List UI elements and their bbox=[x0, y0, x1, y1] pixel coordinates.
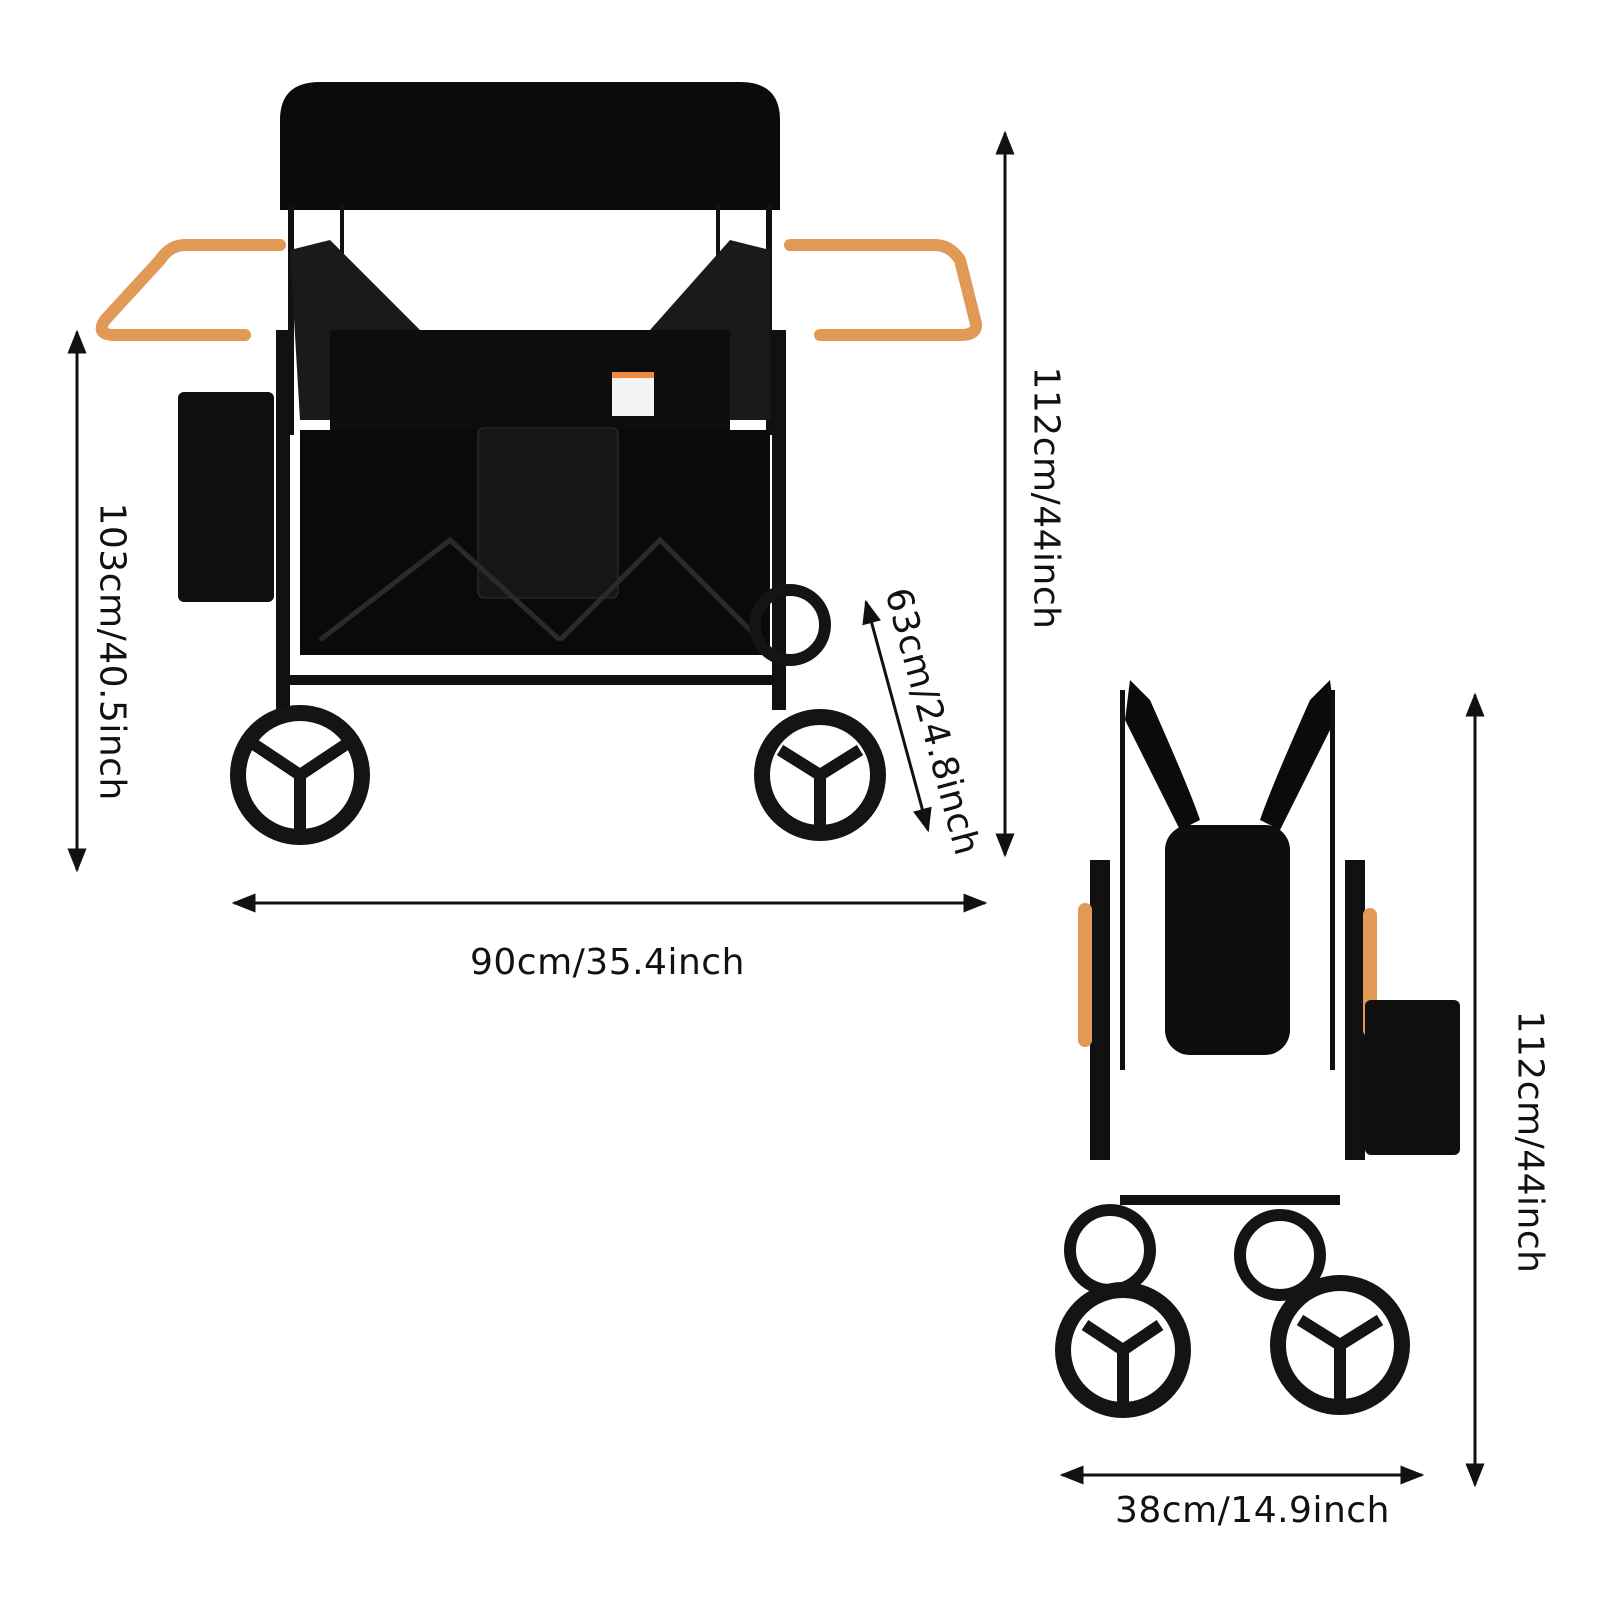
depth-arrow bbox=[862, 599, 932, 833]
handle-height-label: 103cm/40.5inch bbox=[91, 502, 133, 801]
canopy-height-label: 112cm/44inch bbox=[1025, 366, 1067, 630]
folded-width-label: 38cm/14.9inch bbox=[1115, 1490, 1390, 1531]
width-label: 90cm/35.4inch bbox=[470, 942, 745, 983]
wagon-unfolded-image bbox=[95, 82, 982, 845]
wagon-folded-image bbox=[1055, 680, 1460, 1418]
folded-height-label: 112cm/44inch bbox=[1509, 1010, 1551, 1274]
